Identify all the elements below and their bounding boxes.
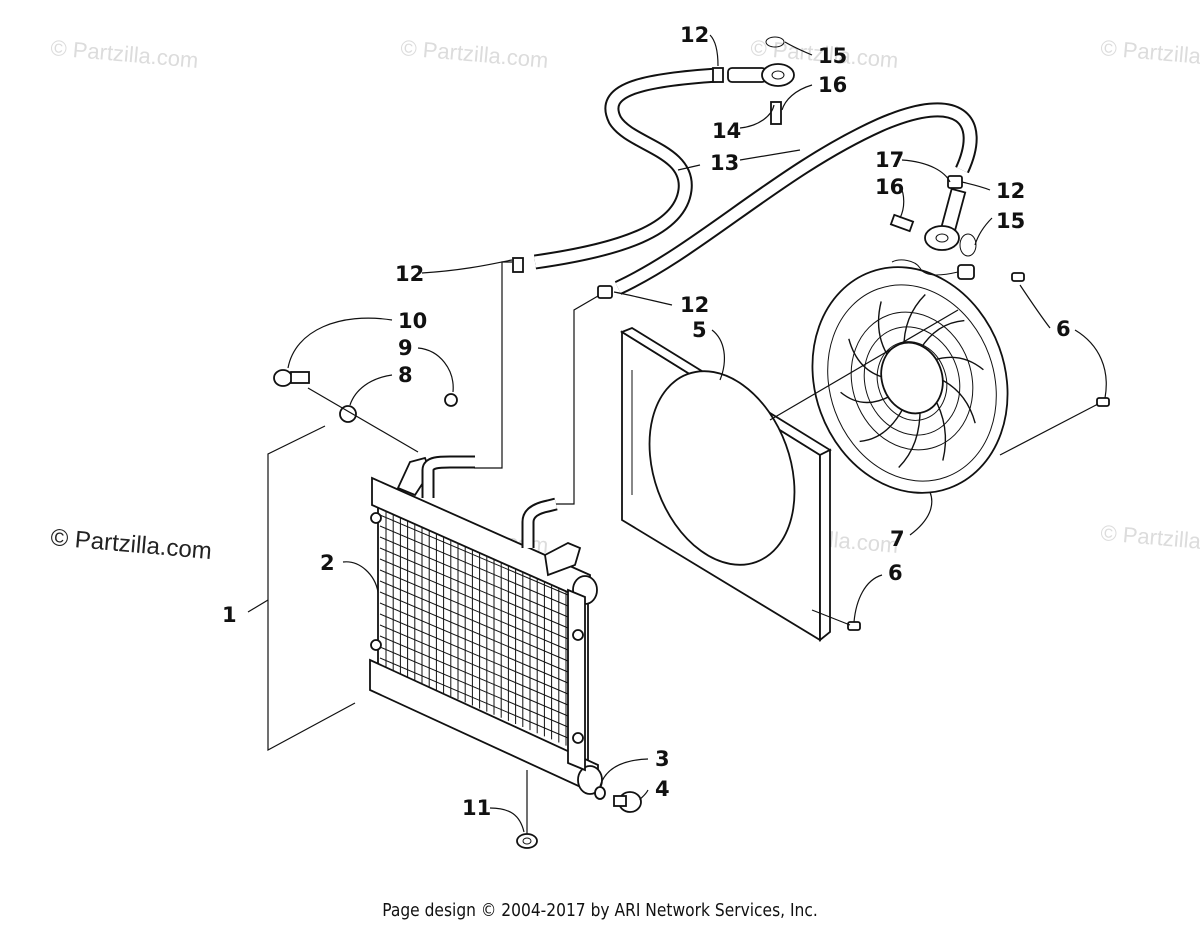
callout-12: 12 bbox=[680, 293, 709, 317]
callout-12: 12 bbox=[395, 262, 424, 286]
drain-hardware bbox=[516, 786, 642, 849]
radiator bbox=[369, 455, 603, 797]
callout-9: 9 bbox=[398, 336, 413, 360]
callout-labels: 1 2 3 4 5 6 6 7 8 9 10 11 12 12 12 12 13… bbox=[222, 23, 1071, 820]
callout-13: 13 bbox=[710, 151, 739, 175]
callout-11: 11 bbox=[462, 796, 491, 820]
callout-16: 16 bbox=[875, 175, 904, 199]
watermark: © Partzilla.com bbox=[400, 35, 550, 73]
fan-shroud bbox=[620, 326, 832, 642]
callout-12: 12 bbox=[680, 23, 709, 47]
hose-clamps bbox=[512, 257, 613, 299]
leader-lines bbox=[247, 34, 1107, 834]
callout-5: 5 bbox=[692, 318, 707, 342]
watermark: © Partzilla.com bbox=[1100, 35, 1200, 73]
page-footer: Page design © 2004-2017 by ARI Network S… bbox=[382, 900, 818, 921]
callout-8: 8 bbox=[398, 363, 413, 387]
callout-12: 12 bbox=[996, 179, 1025, 203]
callout-7: 7 bbox=[890, 527, 905, 551]
lower-thermostat-fitting bbox=[889, 175, 977, 257]
callout-2: 2 bbox=[320, 551, 335, 575]
watermark-main: © Partzilla.com bbox=[49, 524, 212, 565]
mount-hardware bbox=[273, 369, 458, 423]
callout-16: 16 bbox=[818, 73, 847, 97]
callout-10: 10 bbox=[398, 309, 427, 333]
callout-15: 15 bbox=[996, 209, 1025, 233]
callout-6: 6 bbox=[1056, 317, 1071, 341]
callout-4: 4 bbox=[655, 777, 670, 801]
callout-14: 14 bbox=[712, 119, 741, 143]
cooling-fan bbox=[811, 259, 1009, 494]
callout-15: 15 bbox=[818, 44, 847, 68]
hose-assembly bbox=[533, 67, 978, 295]
callout-1: 1 bbox=[222, 603, 237, 627]
callout-17: 17 bbox=[875, 148, 904, 172]
upper-thermostat-fitting bbox=[712, 36, 795, 125]
watermark: © Partzilla.com bbox=[1100, 520, 1200, 558]
callout-3: 3 bbox=[655, 747, 670, 771]
callout-6: 6 bbox=[888, 561, 903, 585]
watermark: © Partzilla.com bbox=[50, 35, 200, 73]
